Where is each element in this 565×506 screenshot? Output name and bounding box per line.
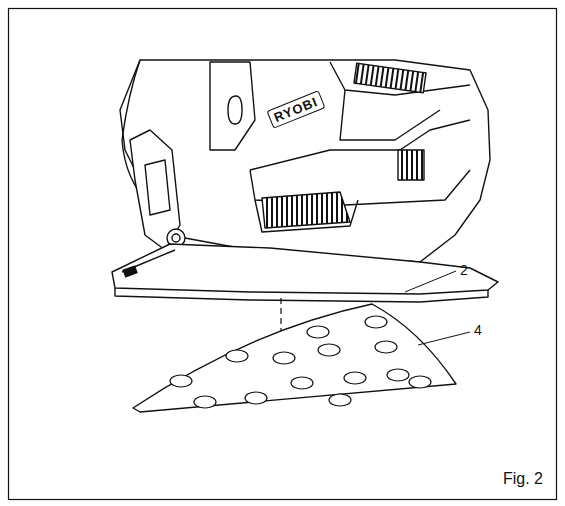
sheet-hole — [365, 316, 387, 328]
sheet-hole — [387, 369, 409, 381]
sheet-hole — [226, 350, 248, 362]
sheet-hole — [273, 352, 295, 364]
sheet-hole — [245, 392, 267, 404]
sheet-hole — [344, 372, 366, 384]
leader-line — [405, 271, 456, 292]
sheet-hole — [194, 396, 216, 408]
sheet-hole — [318, 344, 340, 356]
figure-caption: Fig. 2 — [503, 470, 543, 488]
base-pad — [112, 244, 498, 302]
sheet-hole — [291, 377, 313, 389]
sheet-hole — [409, 376, 431, 388]
callout-number: 2 — [460, 262, 468, 278]
sheet-hole — [170, 375, 192, 387]
leader-line — [418, 332, 470, 345]
sheet-hole — [375, 341, 397, 353]
figure-frame — [9, 9, 557, 500]
sheet-hole — [307, 326, 329, 338]
sander-body — [120, 60, 490, 262]
sanding-sheet — [133, 304, 456, 412]
sheet-hole — [329, 394, 351, 406]
callout-number: 4 — [474, 322, 482, 338]
